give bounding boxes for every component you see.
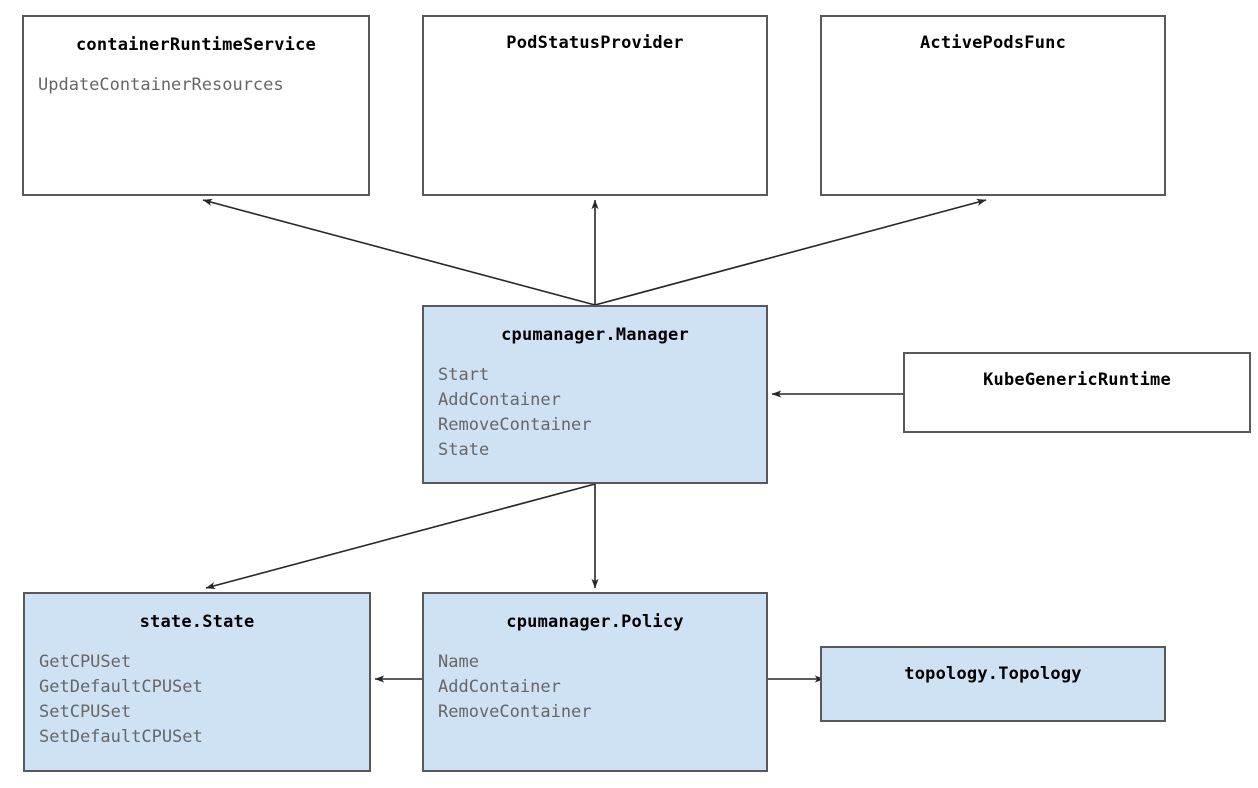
edge-manager-to-containerRuntimeService	[202, 198, 596, 306]
node-member: RemoveContainer	[438, 701, 592, 722]
node-activePodsFunc[interactable]: ActivePodsFunc	[820, 15, 1166, 196]
node-title: PodStatusProvider	[506, 33, 684, 53]
node-title: state.State	[139, 612, 255, 632]
node-title: cpumanager.Manager	[501, 325, 689, 345]
node-member: Start	[438, 365, 490, 385]
node-member: SetCPUSet	[39, 701, 132, 722]
node-topologyTopology[interactable]: topology.Topology	[820, 646, 1166, 722]
node-member: GetDefaultCPUSet	[39, 676, 203, 697]
node-title: topology.Topology	[904, 664, 1082, 684]
node-member: AddContainer	[438, 389, 561, 410]
node-member: RemoveContainer	[438, 414, 592, 435]
node-member: Name	[438, 652, 479, 672]
node-kubeGenericRuntime[interactable]: KubeGenericRuntime	[903, 352, 1251, 433]
node-podStatusProvider[interactable]: PodStatusProvider	[422, 15, 768, 196]
node-title: ActivePodsFunc	[919, 33, 1067, 53]
node-member: GetCPUSet	[39, 652, 132, 672]
node-title: cpumanager.Policy	[506, 612, 684, 632]
node-member: SetDefaultCPUSet	[39, 726, 203, 747]
node-member: AddContainer	[438, 676, 561, 697]
node-member: UpdateContainerResources	[38, 75, 284, 95]
node-title: KubeGenericRuntime	[983, 370, 1171, 390]
node-member-list: UpdateContainerResources	[24, 73, 368, 98]
edge-manager-to-stateState	[205, 483, 596, 590]
node-member: State	[438, 439, 490, 460]
edge-manager-to-activePodsFunc	[594, 198, 987, 306]
node-title: containerRuntimeService	[75, 35, 316, 55]
